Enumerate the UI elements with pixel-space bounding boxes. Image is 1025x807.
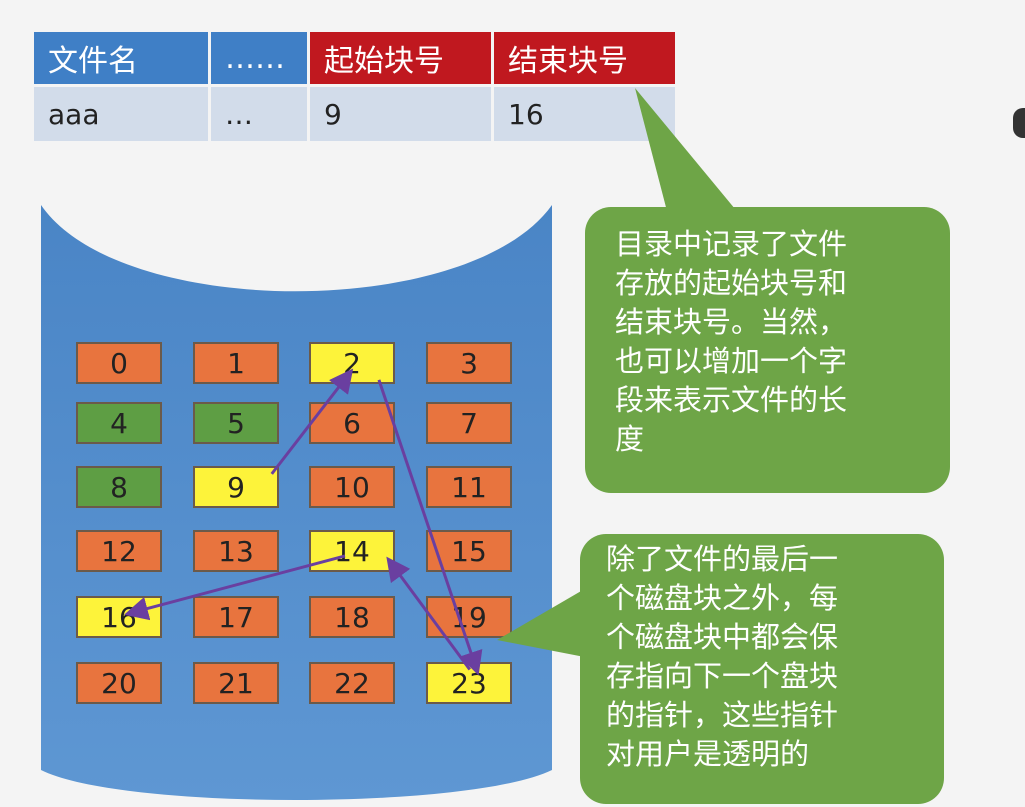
disk-block-1: 1: [193, 342, 279, 384]
disk-block-23: 23: [426, 662, 512, 704]
cell-ellipsis: …: [211, 87, 307, 141]
disk-block-21: 21: [193, 662, 279, 704]
directory-note-line: 也可以增加一个字: [615, 344, 848, 378]
disk-block-4: 4: [76, 402, 162, 444]
disk-block-0: 0: [76, 342, 162, 384]
pointer-note-line: 的指针，这些指针: [606, 698, 839, 732]
pointer-note-callout: 除了文件的最后一 个磁盘块之外，每 个磁盘块中都会保 存指向下一个盘块 的指针，…: [580, 534, 944, 804]
cell-start-block: 9: [310, 87, 491, 141]
pointer-note-line: 个磁盘块之外，每: [606, 581, 839, 615]
disk-block-15: 15: [426, 530, 512, 572]
directory-entry-row: aaa … 9 16: [34, 87, 675, 141]
disk-block-14: 14: [309, 530, 395, 572]
disk-block-2: 2: [309, 342, 395, 384]
edge-icon: [1013, 108, 1025, 138]
directory-header-row: 文件名 …… 起始块号 结束块号: [34, 32, 675, 84]
pointer-note-line: 个磁盘块中都会保: [606, 620, 839, 654]
disk-block-18: 18: [309, 596, 395, 638]
disk-block-6: 6: [309, 402, 395, 444]
disk-block-16: 16: [76, 596, 162, 638]
disk-block-3: 3: [426, 342, 512, 384]
disk-block-5: 5: [193, 402, 279, 444]
cell-filename: aaa: [34, 87, 208, 141]
disk-block-13: 13: [193, 530, 279, 572]
disk-block-19: 19: [426, 596, 512, 638]
directory-note-line: 目录中记录了文件: [615, 227, 848, 261]
disk-block-12: 12: [76, 530, 162, 572]
directory-note-line: 结束块号。当然，: [615, 305, 848, 339]
directory-note-line: 度: [615, 422, 645, 456]
header-ellipsis: ……: [211, 32, 307, 84]
disk-block-9: 9: [193, 466, 279, 508]
disk-block-17: 17: [193, 596, 279, 638]
disk-block-8: 8: [76, 466, 162, 508]
pointer-note-line: 存指向下一个盘块: [606, 659, 839, 693]
header-end-block: 结束块号: [494, 32, 675, 84]
disk-block-10: 10: [309, 466, 395, 508]
directory-note-line: 段来表示文件的长: [615, 383, 848, 417]
disk-block-20: 20: [76, 662, 162, 704]
header-start-block: 起始块号: [310, 32, 491, 84]
disk-block-11: 11: [426, 466, 512, 508]
disk-block-22: 22: [309, 662, 395, 704]
directory-note-line: 存放的起始块号和: [615, 266, 848, 300]
directory-note-callout: 目录中记录了文件 存放的起始块号和 结束块号。当然， 也可以增加一个字 段来表示…: [585, 207, 950, 493]
directory-table: 文件名 …… 起始块号 结束块号 aaa … 9 16: [31, 29, 678, 144]
disk-block-7: 7: [426, 402, 512, 444]
pointer-note-line: 除了文件的最后一: [606, 542, 839, 576]
pointer-note-line: 对用户是透明的: [606, 737, 810, 771]
header-filename: 文件名: [34, 32, 208, 84]
